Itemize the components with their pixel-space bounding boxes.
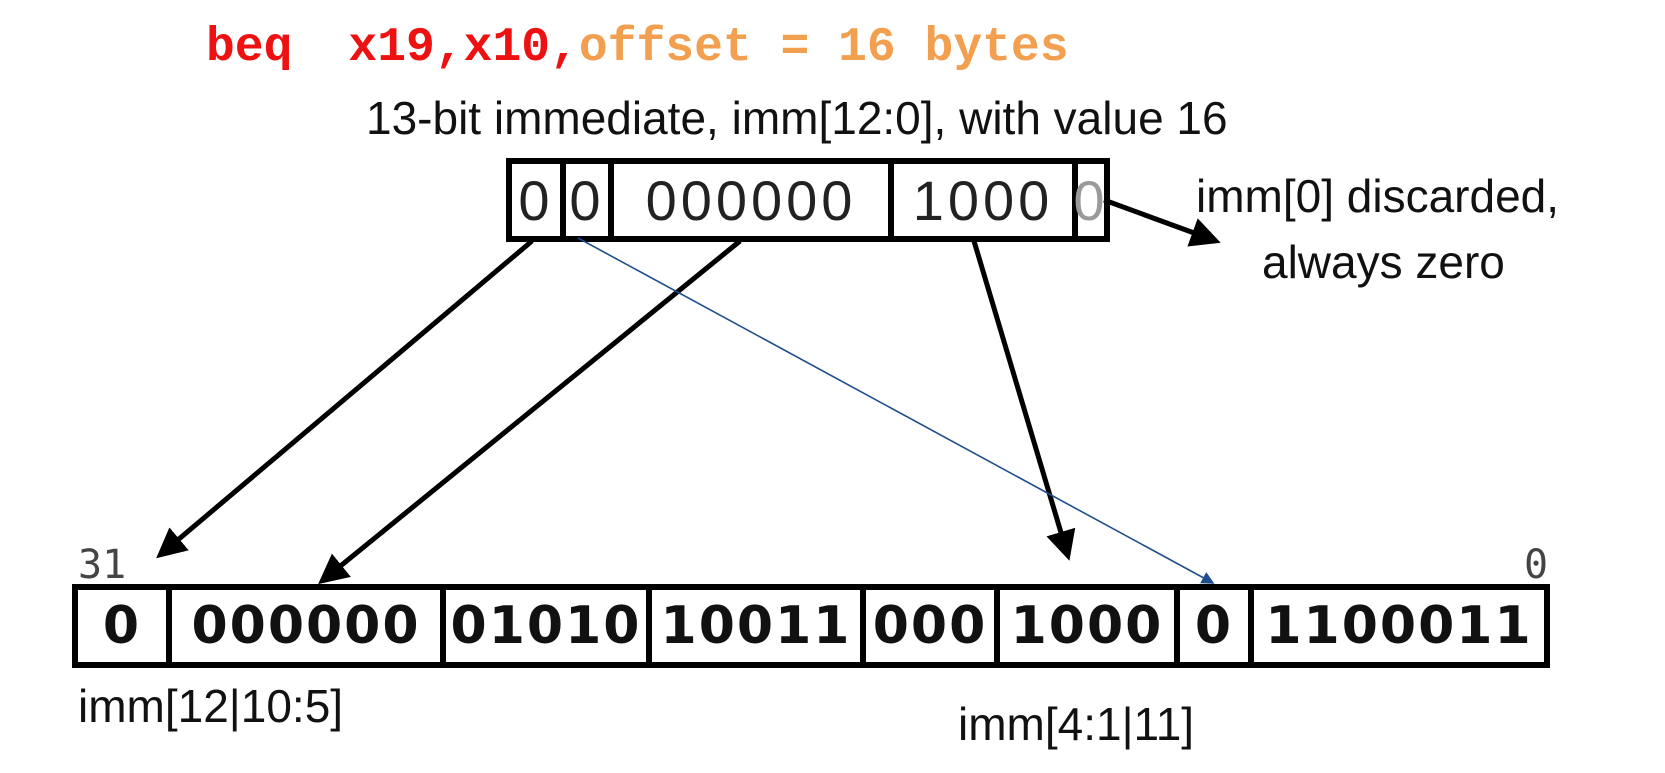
imm-lower-label: imm[4:1|11] (958, 698, 1195, 750)
imm10-5-arrow (318, 239, 742, 585)
immediate-caption: 13-bit immediate, imm[12:0], with value … (366, 92, 1228, 144)
offset-text: offset = 16 bytes (578, 21, 1069, 75)
register-operands: x19,x10, (348, 21, 579, 75)
enc-rs1-field: 10011 (646, 590, 860, 662)
enc-imm11-field: 0 (1174, 590, 1248, 662)
imm-upper-label: imm[12|10:5] (78, 680, 344, 732)
enc-imm10-5-field: 000000 (166, 590, 440, 662)
enc-imm12-field: 0 (102, 596, 142, 656)
imm-bit11-field: 0 (560, 164, 608, 236)
discard-note-line2: always zero (1262, 236, 1505, 288)
bit-0-label: 0 (1524, 542, 1549, 588)
discard-note-line1: imm[0] discarded, (1196, 170, 1560, 222)
discard-arrow (1103, 197, 1221, 247)
instruction-line: beq x19,x10,offset = 16 bytes (206, 16, 1069, 80)
bit-31-label: 31 (78, 542, 127, 588)
imm4-1-arrow (971, 240, 1076, 561)
immediate-bit-box: 0 0 000000 1000 0 (506, 158, 1110, 242)
imm-bit0-field: 0 (1072, 164, 1105, 236)
imm-bits10-5-field: 000000 (608, 164, 888, 236)
enc-funct3-field: 000 (860, 590, 994, 662)
enc-imm4-1-field: 1000 (994, 590, 1174, 662)
imm-bits4-1-field: 1000 (888, 164, 1072, 236)
instruction-encoding-box: 0 000000 01010 10011 000 1000 0 1100011 (72, 584, 1550, 668)
enc-opcode-field: 1100011 (1248, 590, 1544, 662)
imm11-arrow (577, 237, 1215, 584)
imm12-arrow (156, 239, 534, 559)
imm-bit12-field: 0 (518, 168, 554, 232)
enc-rs2-field: 01010 (440, 590, 646, 662)
opcode-text: beq (206, 21, 293, 75)
